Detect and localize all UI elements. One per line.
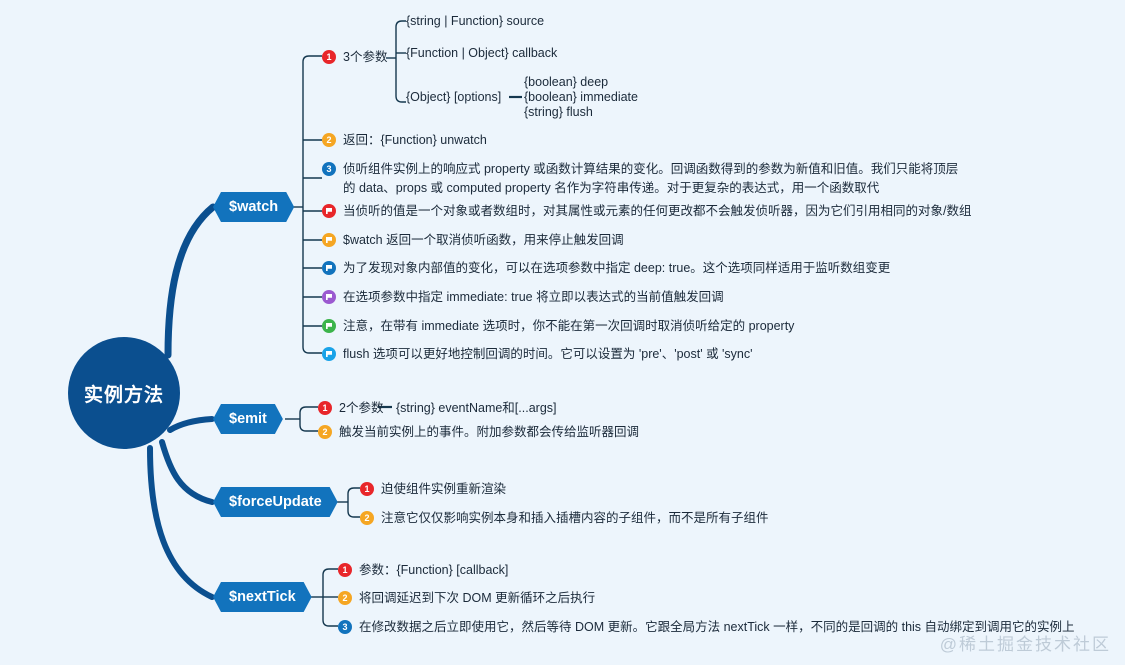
leaf-watch-4[interactable]: 当侦听的值是一个对象或者数组时，对其属性或元素的任何更改都不会触发侦听器，因为它… [322, 202, 971, 221]
badge-number-1: 1 [322, 50, 336, 64]
leaf-forceupdate-1[interactable]: 1 迫使组件实例重新渲染 [360, 480, 506, 499]
leaf-label: 触发当前实例上的事件。附加参数都会传给监听器回调 [339, 425, 640, 439]
branch-node-label: $watch [229, 199, 279, 215]
leaf-label: 注意，在带有 immediate 选项时，你不能在第一次回调时取消侦听给定的 p… [343, 319, 795, 333]
badge-number-2: 2 [318, 425, 332, 439]
badge-number-3: 3 [338, 620, 352, 634]
badge-flag-purple [322, 290, 336, 304]
leaf-watch-8[interactable]: 注意，在带有 immediate 选项时，你不能在第一次回调时取消侦听给定的 p… [322, 317, 794, 336]
leaf-label: 在选项参数中指定 immediate: true 将立即以表达式的当前值触发回调 [343, 290, 724, 304]
wire-emit-item2 [299, 424, 318, 432]
badge-number-2: 2 [322, 133, 336, 147]
badge-flag-green [322, 319, 336, 333]
wire-watch-item9 [302, 346, 322, 354]
badge-number-1: 1 [318, 401, 332, 415]
wire-root-watch [164, 203, 217, 359]
badge-flag-orange [322, 233, 336, 247]
branch-node-forceupdate[interactable]: $forceUpdate [213, 487, 338, 517]
leaf-label: 2个参数 [339, 401, 384, 415]
leaf-watch-9[interactable]: flush 选项可以更好地控制回调的时间。它可以设置为 'pre'、'post'… [322, 345, 753, 364]
wire-params-source [395, 20, 406, 28]
wire-nexttick-item1 [322, 568, 338, 576]
wire-watch-item1 [302, 55, 322, 63]
leaf-label: 侦听组件实例上的响应式 property 或函数计算结果的变化。回调函数得到的参… [343, 162, 959, 195]
watermark: @稀土掘金技术社区 [939, 635, 1111, 654]
root-node-label: 实例方法 [83, 384, 164, 406]
leaf-emit-2[interactable]: 2 触发当前实例上的事件。附加参数都会传给监听器回调 [318, 423, 639, 442]
leaf-watch-2[interactable]: 2 返回：{Function} unwatch [322, 131, 487, 150]
leaf-watch-6[interactable]: 为了发现对象内部值的变化，可以在选项参数中指定 deep: true。这个选项同… [322, 259, 890, 278]
leaf-watch-7[interactable]: 在选项参数中指定 immediate: true 将立即以表达式的当前值触发回调 [322, 288, 724, 307]
wire-params-options [395, 95, 406, 103]
leaf-nexttick-1[interactable]: 1 参数：{Function} [callback] [338, 561, 508, 580]
leaf-label: 在修改数据之后立即使用它，然后等待 DOM 更新。它跟全局方法 nextTick… [359, 620, 1075, 634]
branch-node-emit[interactable]: $emit [213, 404, 283, 434]
branch-node-nexttick[interactable]: $nextTick [213, 582, 312, 612]
leaf-label: flush 选项可以更好地控制回调的时间。它可以设置为 'pre'、'post'… [343, 347, 753, 361]
badge-number-3: 3 [322, 162, 336, 176]
wire-emit-item1 [299, 406, 318, 414]
leaf-nexttick-2[interactable]: 2 将回调延迟到下次 DOM 更新循环之后执行 [338, 589, 595, 608]
subleaf-callback[interactable]: {Function | Object} callback [406, 46, 558, 60]
subleaf-option-deep[interactable]: {boolean} deep [524, 75, 609, 89]
leaf-watch-3[interactable]: 3 侦听组件实例上的响应式 property 或函数计算结果的变化。回调函数得到… [322, 160, 958, 198]
badge-number-1: 1 [360, 482, 374, 496]
leaf-label: 为了发现对象内部值的变化，可以在选项参数中指定 deep: true。这个选项同… [343, 261, 891, 275]
wire-nexttick-item3 [322, 619, 338, 627]
badge-flag-red [322, 204, 336, 218]
wire-root-forceupdate [159, 439, 215, 505]
badge-flag-blue [322, 261, 336, 275]
badge-number-1: 1 [338, 563, 352, 577]
leaf-label: 注意它仅仅影响实例本身和插入插槽内容的子组件，而不是所有子组件 [381, 511, 769, 525]
leaf-watch-1[interactable]: 1 3个参数 [322, 48, 387, 67]
leaf-emit-1[interactable]: 1 2个参数 [318, 399, 383, 418]
leaf-label: 参数：{Function} [callback] [359, 563, 509, 577]
wire-root-nexttick [147, 445, 215, 600]
leaf-forceupdate-2[interactable]: 2 注意它仅仅影响实例本身和插入插槽内容的子组件，而不是所有子组件 [360, 509, 769, 528]
leaf-label: 将回调延迟到下次 DOM 更新循环之后执行 [359, 591, 596, 605]
leaf-label: 返回：{Function} unwatch [343, 133, 487, 147]
leaf-label: 3个参数 [343, 50, 388, 64]
subleaf-emit-args[interactable]: {string} eventName和[...args] [396, 401, 557, 415]
badge-number-2: 2 [360, 511, 374, 525]
leaf-label: $watch 返回一个取消侦听函数，用来停止触发回调 [343, 233, 624, 247]
branch-node-label: $emit [229, 411, 267, 427]
leaf-nexttick-3[interactable]: 3 在修改数据之后立即使用它，然后等待 DOM 更新。它跟全局方法 nextTi… [338, 618, 1075, 637]
subleaf-option-flush[interactable]: {string} flush [524, 105, 593, 119]
branch-node-label: $nextTick [229, 589, 296, 605]
leaf-label: 当侦听的值是一个对象或者数组时，对其属性或元素的任何更改都不会触发侦听器，因为它… [343, 204, 972, 218]
leaf-watch-5[interactable]: $watch 返回一个取消侦听函数，用来停止触发回调 [322, 231, 624, 250]
wire-forceupdate-item1 [347, 487, 360, 495]
branch-node-watch[interactable]: $watch [213, 192, 294, 222]
subleaf-options[interactable]: {Object} [options] [406, 90, 502, 104]
subleaf-source[interactable]: {string | Function} source [406, 14, 545, 28]
badge-number-2: 2 [338, 591, 352, 605]
leaf-label: 迫使组件实例重新渲染 [381, 482, 507, 496]
root-node[interactable]: 实例方法 [68, 337, 180, 449]
wire-forceupdate-item2 [347, 510, 360, 518]
badge-flag-cyan [322, 347, 336, 361]
wire-root-emit [167, 416, 215, 433]
subleaf-option-immediate[interactable]: {boolean} immediate [524, 90, 638, 104]
branch-node-label: $forceUpdate [229, 494, 322, 510]
